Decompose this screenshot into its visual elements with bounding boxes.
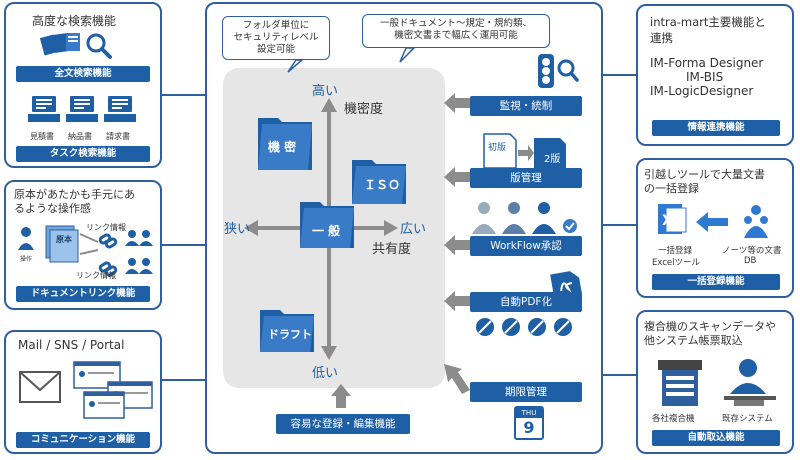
axis-wide: 広い: [400, 222, 427, 237]
pdf-icon: [550, 271, 583, 300]
excel-label-1: 一括登録: [658, 246, 693, 256]
intramart-item-forma: IM-Forma Designer: [650, 56, 764, 70]
link-info-label-2: リンク情報: [76, 271, 116, 280]
svg-text:X: X: [662, 213, 673, 229]
document-link-label[interactable]: ドキュメントリンク機能: [16, 286, 150, 302]
workflow-people-icon: [472, 202, 577, 234]
notes-label-2: DB: [744, 256, 757, 266]
search-panel-heading: 高度な検索機能: [32, 14, 117, 28]
workflow-approval-button[interactable]: WorkFlow承認: [470, 236, 582, 256]
scan-heading-2: 他システム帳票取込: [644, 334, 743, 347]
search-panel: 高度な検索機能 全文検索機能 見積書 納品書 請求書 タスク検索機能: [4, 2, 162, 168]
calendar-date: 9: [523, 418, 535, 437]
bulk-registration-label[interactable]: 一括登録機能: [652, 274, 780, 290]
version-first-label: 初版: [488, 143, 507, 153]
version-second-label: 2版: [544, 154, 561, 165]
traffic-light-search-icon: [538, 54, 579, 88]
info-integration-label[interactable]: 情報連携機能: [652, 120, 780, 136]
fulltext-search-label[interactable]: 全文検索機能: [16, 66, 150, 82]
calendar-icon: THU 9: [514, 406, 544, 440]
document-link-illustration: [18, 225, 153, 277]
mfp-label: 各社複合機: [652, 414, 695, 424]
scope-callout-line-1: 一般ドキュメント～規定・規約類、: [379, 18, 532, 29]
link-info-label-1: リンク情報: [86, 223, 126, 232]
bulk-registration-panel: 引越しツールで大量文書 の一括登録 X 一括登録 Excelツール ノーツ等の文…: [636, 158, 794, 298]
iso-folder-label: ＩＳＯ: [364, 178, 401, 192]
version-docs-icon: [483, 133, 566, 170]
original-doc-label: 原本: [56, 235, 72, 244]
auto-pdf-button[interactable]: 自動PDF化: [470, 292, 582, 312]
scope-callout-line-2: 機密文書まで幅広く運用可能: [394, 30, 518, 41]
version-control-button[interactable]: 版管理: [470, 168, 582, 188]
scan-heading-1: 複合機のスキャンデータや: [644, 320, 776, 333]
link-panel-heading-2: るような操作感: [14, 202, 91, 215]
excel-label-2: Excelツール: [652, 258, 701, 268]
operation-label: 操作: [20, 256, 33, 263]
axis-sharing: 共有度: [372, 242, 412, 257]
task-search-label[interactable]: タスク検索機能: [16, 146, 150, 162]
intramart-heading-2: 連携: [650, 31, 673, 45]
deadline-management-button[interactable]: 期限管理: [470, 382, 582, 402]
axis-confidentiality: 機密度: [344, 102, 384, 117]
bulk-heading-1: 引越しツールで大量文書: [644, 168, 765, 181]
intramart-heading-1: intra-mart主要機能と: [650, 15, 766, 29]
bulk-heading-2: の一括登録: [644, 182, 699, 195]
intramart-item-bis: IM-BIS: [686, 70, 724, 84]
axis-narrow: 狭い: [224, 222, 251, 237]
communication-label[interactable]: コミュニケーション機能: [16, 432, 150, 448]
communication-panel: Mail / SNS / Portal コミュニケーション機能: [4, 330, 162, 454]
communication-heading: Mail / SNS / Portal: [18, 338, 125, 352]
existing-system-label: 既存システム: [722, 414, 773, 424]
link-panel: 原本があたかも手元にあ るような操作感 原本 操作 リンク情報 リンク情報 ドキ…: [4, 180, 162, 310]
security-callout-line-1: フォルダ単位に: [242, 20, 310, 31]
doc-label-quote: 見積書: [30, 132, 54, 141]
security-callout-line-2: セキュリティレベル: [233, 32, 319, 43]
calendar-day: THU: [516, 408, 542, 418]
mfp-system-icon: [658, 359, 776, 406]
easy-edit-button[interactable]: 容易な登録・編集機能: [276, 414, 410, 434]
no-copy-icons: [476, 318, 572, 336]
axis-high: 高い: [312, 84, 339, 99]
intramart-panel: intra-mart主要機能と 連携 IM-Forma Designer IM-…: [636, 4, 794, 146]
auto-import-label[interactable]: 自動取込機能: [652, 430, 780, 446]
doc-label-delivery: 納品書: [68, 132, 92, 141]
general-folder-label: 一 般: [312, 224, 341, 238]
draft-folder-label: ドラフト: [268, 328, 312, 341]
mail-sns-portal-icon: [19, 361, 153, 419]
intramart-item-logic: IM-LogicDesigner: [650, 84, 754, 98]
security-callout: フォルダ単位に セキュリティレベル 設定可能: [222, 16, 330, 60]
excel-notes-icon: X: [658, 204, 768, 238]
notes-label-1: ノーツ等の文書: [722, 246, 782, 256]
doc-label-invoice: 請求書: [106, 132, 130, 141]
axis-low: 低い: [312, 366, 339, 381]
auto-import-panel: 複合機のスキャンデータや 他システム帳票取込 各社複合機 既存システム 自動取込…: [636, 310, 794, 454]
document-scope-callout: 一般ドキュメント～規定・規約類、 機密文書まで幅広く運用可能: [362, 14, 550, 48]
link-panel-heading-1: 原本があたかも手元にあ: [14, 188, 135, 201]
computer-icons: [28, 96, 136, 122]
document-search-icon: [39, 33, 112, 59]
secret-folder-label: 機 密: [268, 140, 297, 154]
monitor-control-button[interactable]: 監視・統制: [470, 96, 582, 116]
security-callout-line-3: 設定可能: [256, 44, 295, 55]
